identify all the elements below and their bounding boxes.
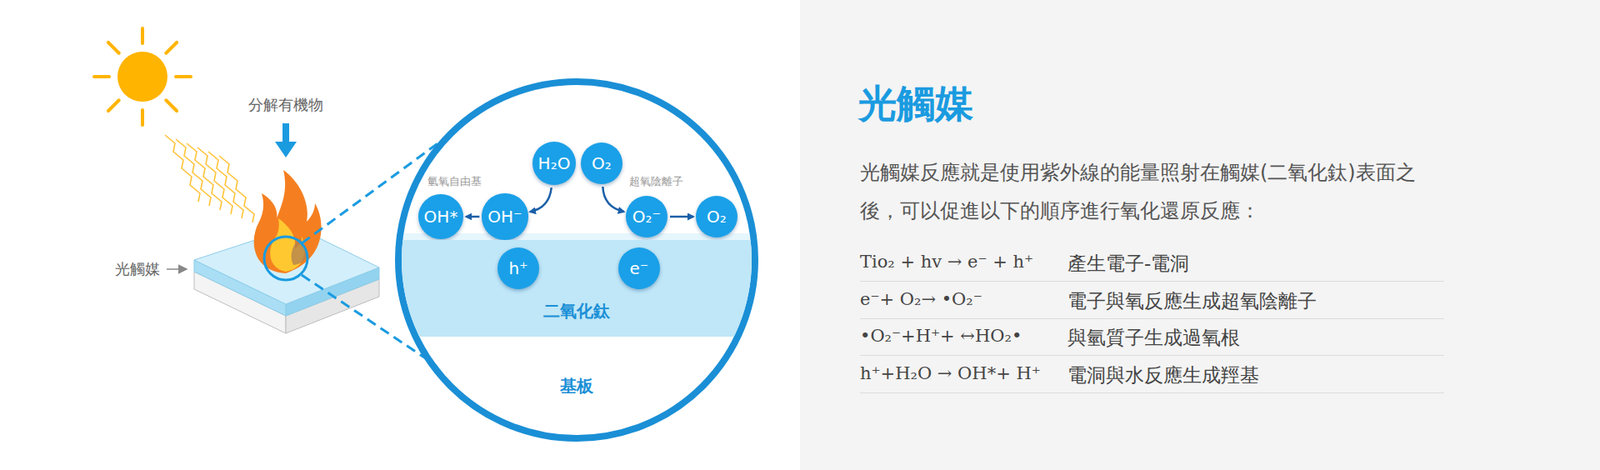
table-row: Tio₂ + hv → e⁻ + h⁺ 產生電子-電洞 (860, 244, 1445, 282)
sun-icon (94, 28, 191, 125)
callout-label: 分解有機物 (248, 95, 324, 115)
molecule-circle: OH* (418, 194, 465, 240)
callout-label: 光觸媒 (115, 259, 160, 280)
leader-arrow (166, 268, 187, 270)
description-cell: 電子與氧反應生成超氧陰離子 (1067, 288, 1317, 315)
titania-band: 二氧化鈦 h⁺ e⁻ (398, 240, 755, 337)
description-cell: 產生電子-電洞 (1067, 250, 1190, 277)
table-row: h⁺+H₂O → OH*+ H⁺ 電洞與水反應生成羥基 (860, 355, 1445, 394)
molecule-circle: H₂O (532, 141, 577, 186)
molecule-formula: OH* (424, 206, 459, 227)
body-paragraph: 光觸媒反應就是使用紫外線的能量照射在觸媒(二氧化鈦)表面之後，可以促進以下的順序… (860, 153, 1435, 230)
molecule-formula: O₂ (706, 206, 727, 227)
molecule-formula: O₂⁻ (632, 206, 661, 227)
callout-label: 超氧陰離子 (629, 174, 684, 190)
formula-cell: h⁺+H₂O → OH*+ H⁺ (860, 363, 1041, 384)
sun-ray (108, 100, 120, 111)
table-row: •O₂⁻+H⁺+ ↔HO₂• 與氫質子生成過氧根 (860, 318, 1445, 356)
molecule-circle: O₂ (580, 142, 623, 185)
side-panel (800, 0, 1600, 470)
magnified-view (391, 75, 767, 450)
molecule-formula: h⁺ (508, 258, 528, 279)
reaction-arrow (602, 186, 624, 212)
band-label: 二氧化鈦 (543, 300, 610, 323)
callout-label: 基板 (560, 375, 594, 398)
sun-ray (165, 100, 177, 111)
callout-label: 氫氧自由基 (427, 174, 482, 190)
reaction-arrow (530, 187, 552, 212)
magnifier-ring (398, 81, 755, 439)
sun-ray (140, 28, 145, 44)
sun-ray (94, 75, 110, 79)
molecule-circle: OH⁻ (481, 193, 528, 240)
molecule-formula: H₂O (538, 153, 571, 174)
molecule-formula: OH⁻ (487, 206, 522, 227)
down-arrow (275, 123, 297, 158)
sun-ray (165, 42, 177, 54)
reaction-arrow (670, 215, 694, 219)
zoom-spot (264, 236, 308, 280)
sun-ray (108, 42, 120, 54)
molecule-formula: e⁻ (630, 258, 650, 279)
formula-cell: •O₂⁻+H⁺+ ↔HO₂• (860, 325, 1022, 346)
molecule-circle: O₂⁻ (625, 195, 668, 238)
molecule-circle: O₂ (695, 195, 738, 238)
light-rays (165, 135, 255, 223)
description-cell: 與氫質子生成過氧根 (1067, 325, 1240, 351)
sun-ray (175, 75, 191, 79)
table-row: e⁻+ O₂→ •O₂⁻ 電子與氧反應生成超氧陰離子 (860, 281, 1445, 320)
molecule-formula: O₂ (591, 153, 612, 174)
formula-cell: Tio₂ + hv → e⁻ + h⁺ (860, 251, 1034, 272)
formula-cell: e⁻+ O₂→ •O₂⁻ (860, 289, 983, 310)
panel-title: 光觸媒 (858, 78, 974, 130)
molecule-circle: h⁺ (497, 247, 540, 290)
molecule-circle: e⁻ (618, 247, 660, 290)
light-ray (219, 155, 255, 223)
reaction-arrow (465, 215, 480, 219)
sun-ray (140, 110, 145, 125)
description-cell: 電洞與水反應生成羥基 (1067, 362, 1260, 389)
